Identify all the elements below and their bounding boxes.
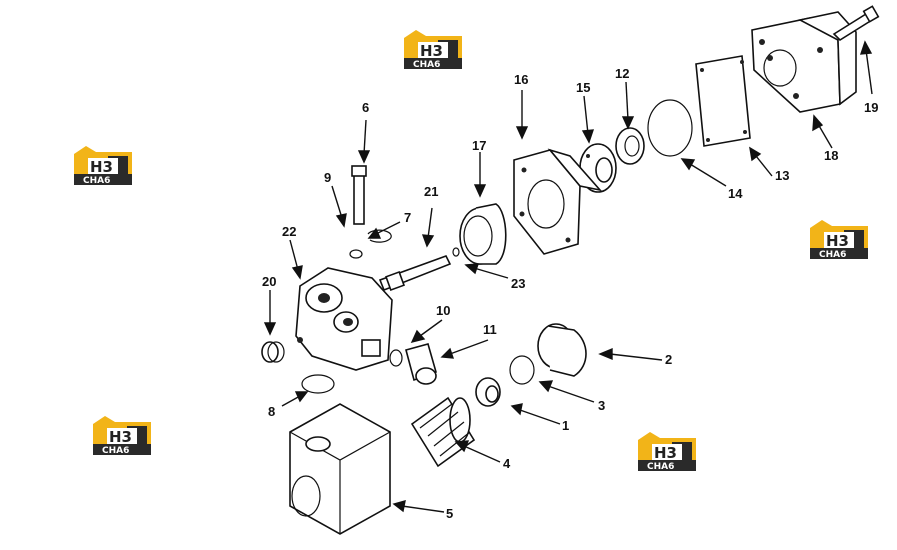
watermark-brand-bottom: CHA6 (647, 462, 674, 472)
watermark-brand-bottom: CHA6 (83, 176, 110, 186)
part-17-piston-cap (459, 203, 507, 265)
callout-16: 16 (514, 72, 528, 87)
watermark-brand-top: H3 (826, 232, 849, 250)
callout-13: 13 (775, 168, 789, 183)
part-1-filter-cap (475, 377, 501, 407)
part-2-cap (537, 323, 587, 377)
callout-22: 22 (282, 224, 296, 239)
callout-9: 9 (324, 170, 331, 185)
callout-19: 19 (864, 100, 878, 115)
watermark-brand-top: H3 (654, 444, 677, 462)
part-18-cover (751, 11, 857, 113)
part-9-circlip (367, 229, 392, 243)
callout-14: 14 (728, 186, 743, 201)
part-5-filter-housing (289, 403, 391, 535)
watermark-brand-bottom: CHA6 (102, 446, 129, 456)
callout-4: 4 (503, 456, 511, 471)
part-16-square-housing (513, 148, 603, 255)
callout-3: 3 (598, 398, 605, 413)
watermark-logo-2: H3 CHA6 (74, 146, 132, 186)
part-11-valve-plug (405, 343, 437, 385)
watermark-logo-5: H3 CHA6 (638, 432, 696, 472)
watermark-logo-1: H3 CHA6 (404, 30, 462, 70)
callout-11: 11 (483, 322, 497, 337)
callout-21: 21 (424, 184, 438, 199)
callout-1: 1 (562, 418, 569, 433)
leader-lines (263, 40, 873, 513)
part-10-o-ring (389, 349, 403, 367)
part-4-filter-element (410, 396, 476, 468)
callout-7: 7 (404, 210, 411, 225)
callout-20: 20 (262, 274, 276, 289)
part-8-o-ring (301, 374, 335, 394)
watermark-brand-top: H3 (90, 158, 113, 176)
callout-2: 2 (665, 352, 672, 367)
part-6-screw (351, 165, 367, 225)
callout-18: 18 (824, 148, 838, 163)
watermark-logo-4: H3 CHA6 (93, 416, 151, 456)
part-3-o-ring (509, 355, 535, 385)
callout-10: 10 (436, 303, 450, 318)
watermark-brand-top: H3 (109, 428, 132, 446)
part-13-gasket-plate (695, 55, 751, 147)
part-21-spool-shaft (378, 255, 452, 292)
part-23-small-o-ring (452, 247, 460, 257)
part-14-o-ring (647, 99, 693, 157)
part-12-washer (615, 127, 645, 165)
part-19-bolt (832, 5, 880, 42)
callout-5: 5 (446, 506, 453, 521)
watermark-brand-top: H3 (420, 42, 443, 60)
callout-8: 8 (268, 404, 275, 419)
callout-15: 15 (576, 80, 590, 95)
part-7-small-o-ring (349, 249, 363, 259)
callout-6: 6 (362, 100, 369, 115)
callout-12: 12 (615, 66, 629, 81)
callout-labels: 1 2 3 4 5 6 7 8 9 10 11 12 13 14 15 16 1… (262, 66, 878, 521)
callout-17: 17 (472, 138, 486, 153)
watermark-logo-3: H3 CHA6 (810, 220, 868, 260)
callout-23: 23 (511, 276, 525, 291)
watermark-brand-bottom: CHA6 (413, 60, 440, 70)
part-22-valve-body (295, 267, 393, 371)
watermark-brand-bottom: CHA6 (819, 250, 846, 260)
part-20-plug (261, 341, 285, 363)
